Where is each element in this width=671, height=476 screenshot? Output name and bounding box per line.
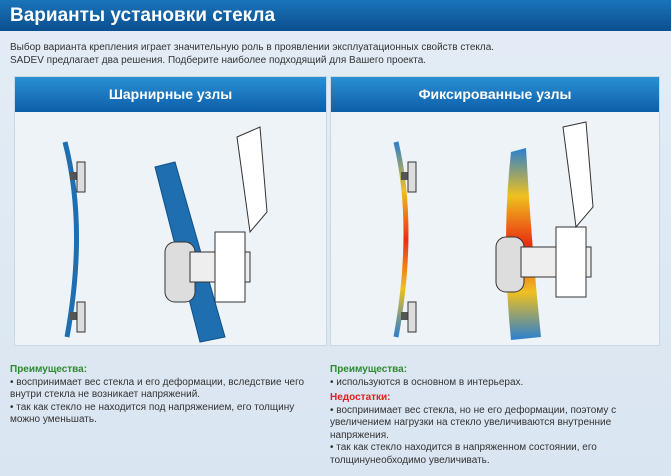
advantage-item: • используются в основном в интерьерах. xyxy=(330,376,524,388)
fixed-description: Преимущества: • используются в основном … xyxy=(330,364,660,467)
intro-text: Выбор варианта крепления играет значител… xyxy=(10,41,494,67)
advantage-item: • так как стекло не находится под напряж… xyxy=(10,401,295,426)
disadvantages-label: Недостатки: xyxy=(330,392,391,403)
disadvantage-item: • воспринимает вес стекла, но не его деф… xyxy=(330,404,617,441)
hinged-illustration xyxy=(62,126,268,343)
fixed-illustration xyxy=(393,121,594,340)
page-title: Варианты установки стекла xyxy=(10,5,276,26)
hinged-description: Преимущества: • воспринимает вес стекла … xyxy=(10,364,320,427)
advantages-label: Преимущества: xyxy=(330,364,408,375)
intro-line: SADEV предлагает два решения. Подберите … xyxy=(10,55,427,66)
advantage-item: • воспринимает вес стекла и его деформац… xyxy=(10,376,305,401)
page-header: Варианты установки стекла xyxy=(0,0,671,31)
panel-title: Фиксированные узлы xyxy=(331,77,659,112)
panel-hinged: Шарнирные узлы xyxy=(14,76,327,346)
disadvantage-item: • так как стекло находится в напряженном… xyxy=(330,442,597,466)
advantages-label: Преимущества: xyxy=(10,364,88,375)
panel-fixed: Фиксированные узлы xyxy=(330,76,660,346)
intro-line: Выбор варианта крепления играет значител… xyxy=(10,42,495,53)
panel-title: Шарнирные узлы xyxy=(15,77,326,112)
